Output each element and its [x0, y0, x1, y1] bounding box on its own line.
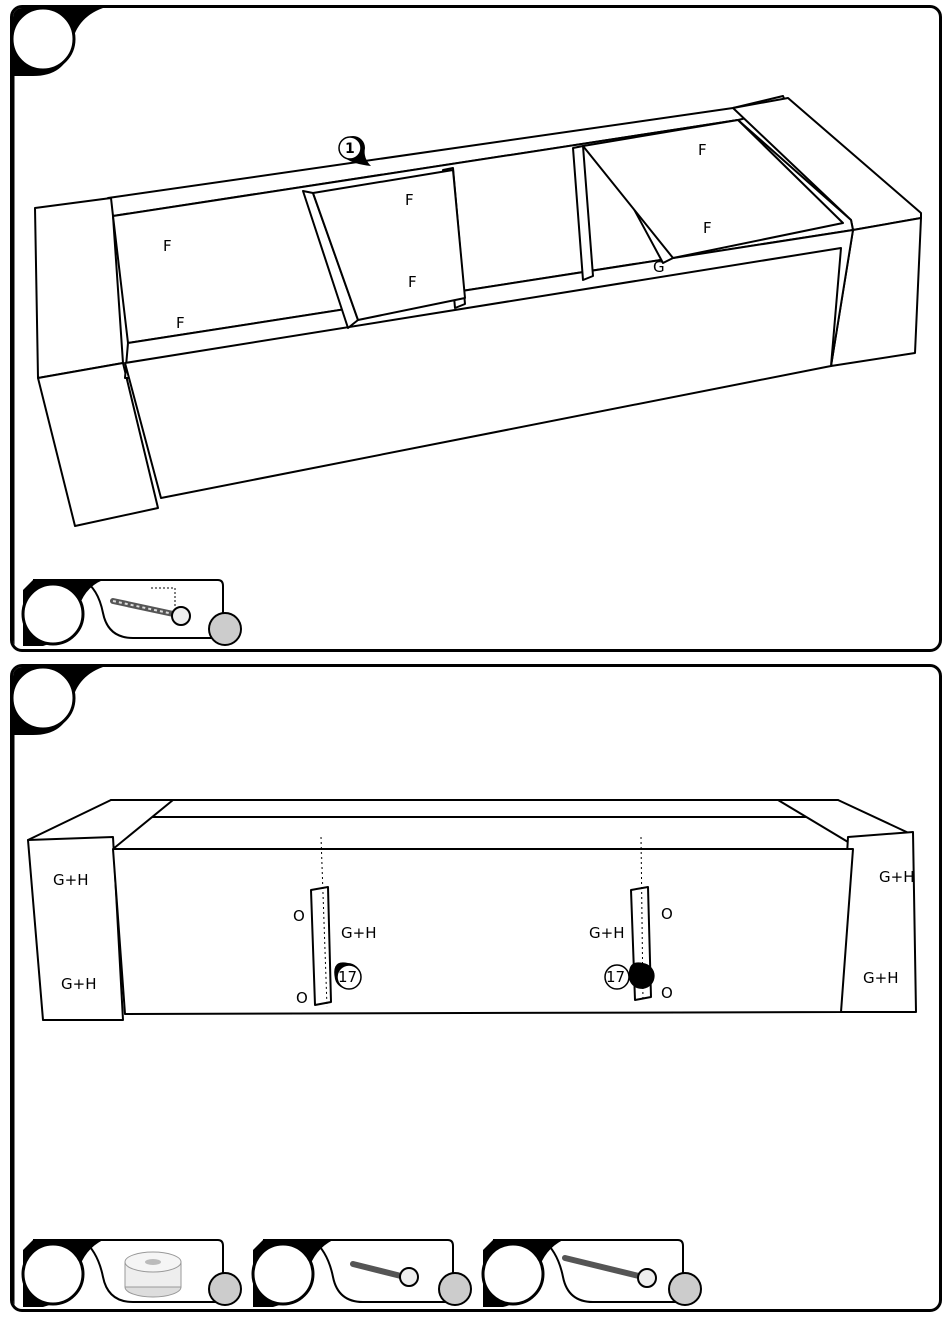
assembly-step-1-panel: 1 F F F F F F G	[10, 5, 942, 652]
cabinet-drawing	[35, 96, 921, 526]
label-g-h: G+H	[341, 924, 376, 942]
hardware-box	[253, 1240, 471, 1307]
label-g-h: G+H	[53, 871, 88, 889]
part-label-g: G	[653, 258, 665, 276]
part-label-f: F	[176, 314, 185, 332]
callout-1-label: 1	[345, 141, 355, 157]
part-label-f: F	[703, 219, 712, 237]
hardware-box	[23, 1240, 241, 1307]
part-label-f: F	[163, 237, 172, 255]
hardware-box	[23, 580, 241, 646]
step-number-circle	[13, 8, 74, 70]
hardware-reference-circle	[209, 613, 241, 645]
hardware-box	[483, 1240, 701, 1307]
callout-1: 1	[339, 136, 371, 166]
part-label-f: F	[405, 191, 414, 209]
callout-17-label: 17	[338, 968, 357, 986]
label-o: O	[661, 984, 673, 1002]
step-2-drawing: G+H G+H G+H G+H G+H G+H O O O O 17 17	[13, 667, 942, 1312]
label-g-h: G+H	[879, 868, 914, 886]
part-label-f: F	[698, 141, 707, 159]
label-o: O	[661, 905, 673, 923]
part-label-f: F	[408, 273, 417, 291]
label-g-h: G+H	[863, 969, 898, 987]
label-o: O	[293, 907, 305, 925]
step-number-circle	[13, 667, 74, 729]
label-o: O	[296, 989, 308, 1007]
step-1-drawing: 1 F F F F F F G	[13, 8, 942, 652]
cabinet-back-drawing	[28, 800, 916, 1020]
furniture-foot-icon	[125, 1252, 181, 1297]
label-g-h: G+H	[589, 924, 624, 942]
assembly-step-2-panel: G+H G+H G+H G+H G+H G+H O O O O 17 17	[10, 664, 942, 1312]
callout-17-label: 17	[606, 968, 625, 986]
label-g-h: G+H	[61, 975, 96, 993]
hardware-quantity-circle	[23, 584, 83, 644]
